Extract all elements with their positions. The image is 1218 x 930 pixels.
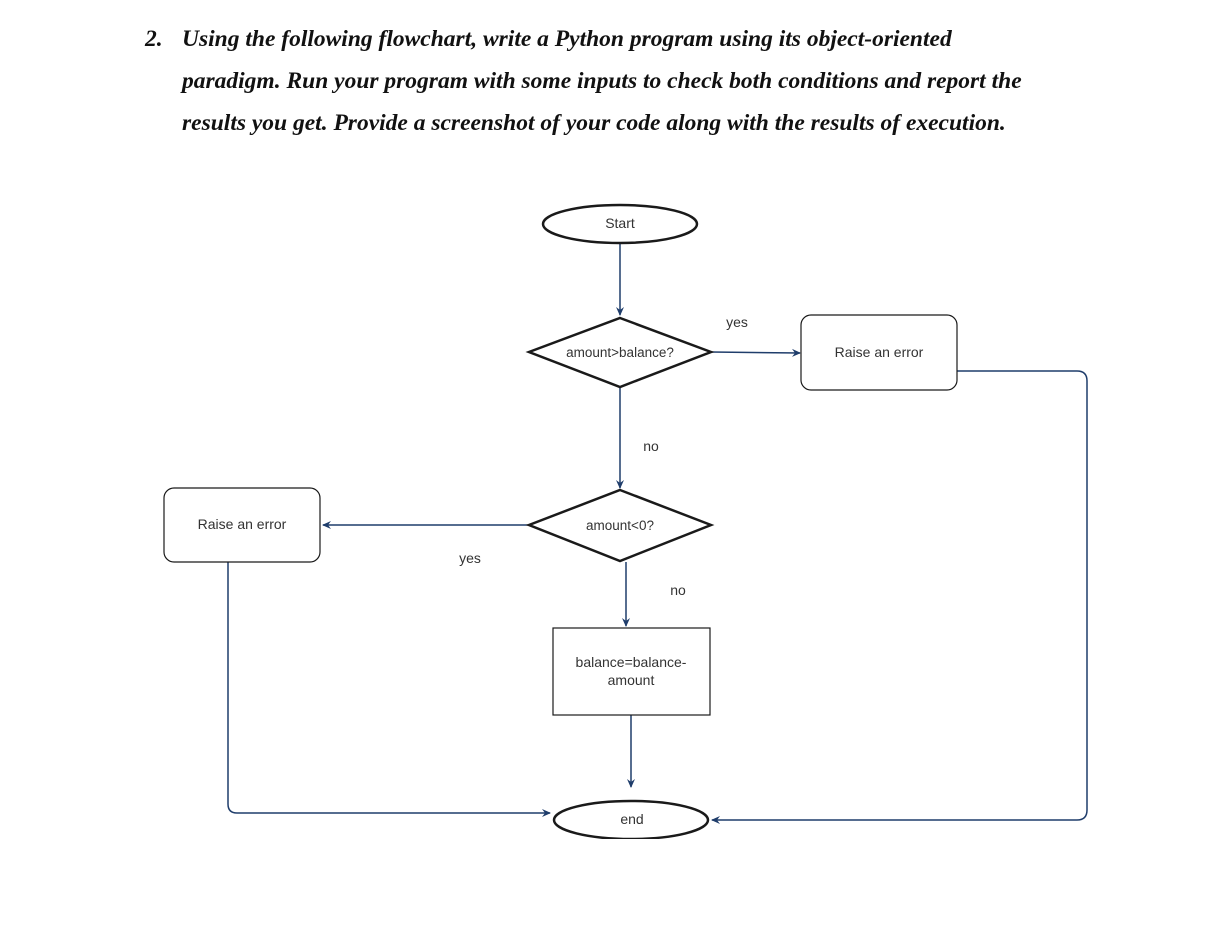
arrow-left-error-to-end	[227, 562, 551, 817]
decision-amount-greater-than-balance	[525, 316, 715, 389]
decision-1-label: amount>balance?	[566, 345, 674, 360]
error-left-label: Raise an error	[198, 516, 287, 532]
process-update-balance	[552, 627, 711, 716]
process-label-line-1: balance=balance-	[576, 654, 687, 670]
decision-amount-less-than-zero	[525, 488, 715, 563]
end-label: end	[620, 811, 643, 827]
decision-2-label: amount<0?	[586, 518, 654, 533]
edge-label-yes-right: yes	[726, 314, 748, 330]
edge-label-yes-left: yes	[459, 550, 481, 566]
question-number: 2.	[145, 26, 163, 52]
edge-label-no-1: no	[643, 438, 659, 454]
start-terminator	[541, 203, 699, 245]
error-right-label: Raise an error	[835, 344, 924, 360]
arrow-decision1-yes-to-error	[710, 348, 801, 357]
arrow-right-error-to-end	[711, 370, 1088, 824]
question-line-1: Using the following flowchart, write a P…	[182, 26, 952, 52]
process-label-line-2: amount	[608, 672, 655, 688]
error-box-right	[800, 314, 958, 391]
start-label: Start	[605, 215, 635, 231]
question-line-3: results you get. Provide a screenshot of…	[182, 110, 1006, 136]
error-box-left	[163, 487, 321, 563]
edge-label-no-2: no	[670, 582, 686, 598]
end-terminator-crop	[550, 839, 715, 843]
question-line-2: paradigm. Run your program with some inp…	[182, 68, 1022, 94]
